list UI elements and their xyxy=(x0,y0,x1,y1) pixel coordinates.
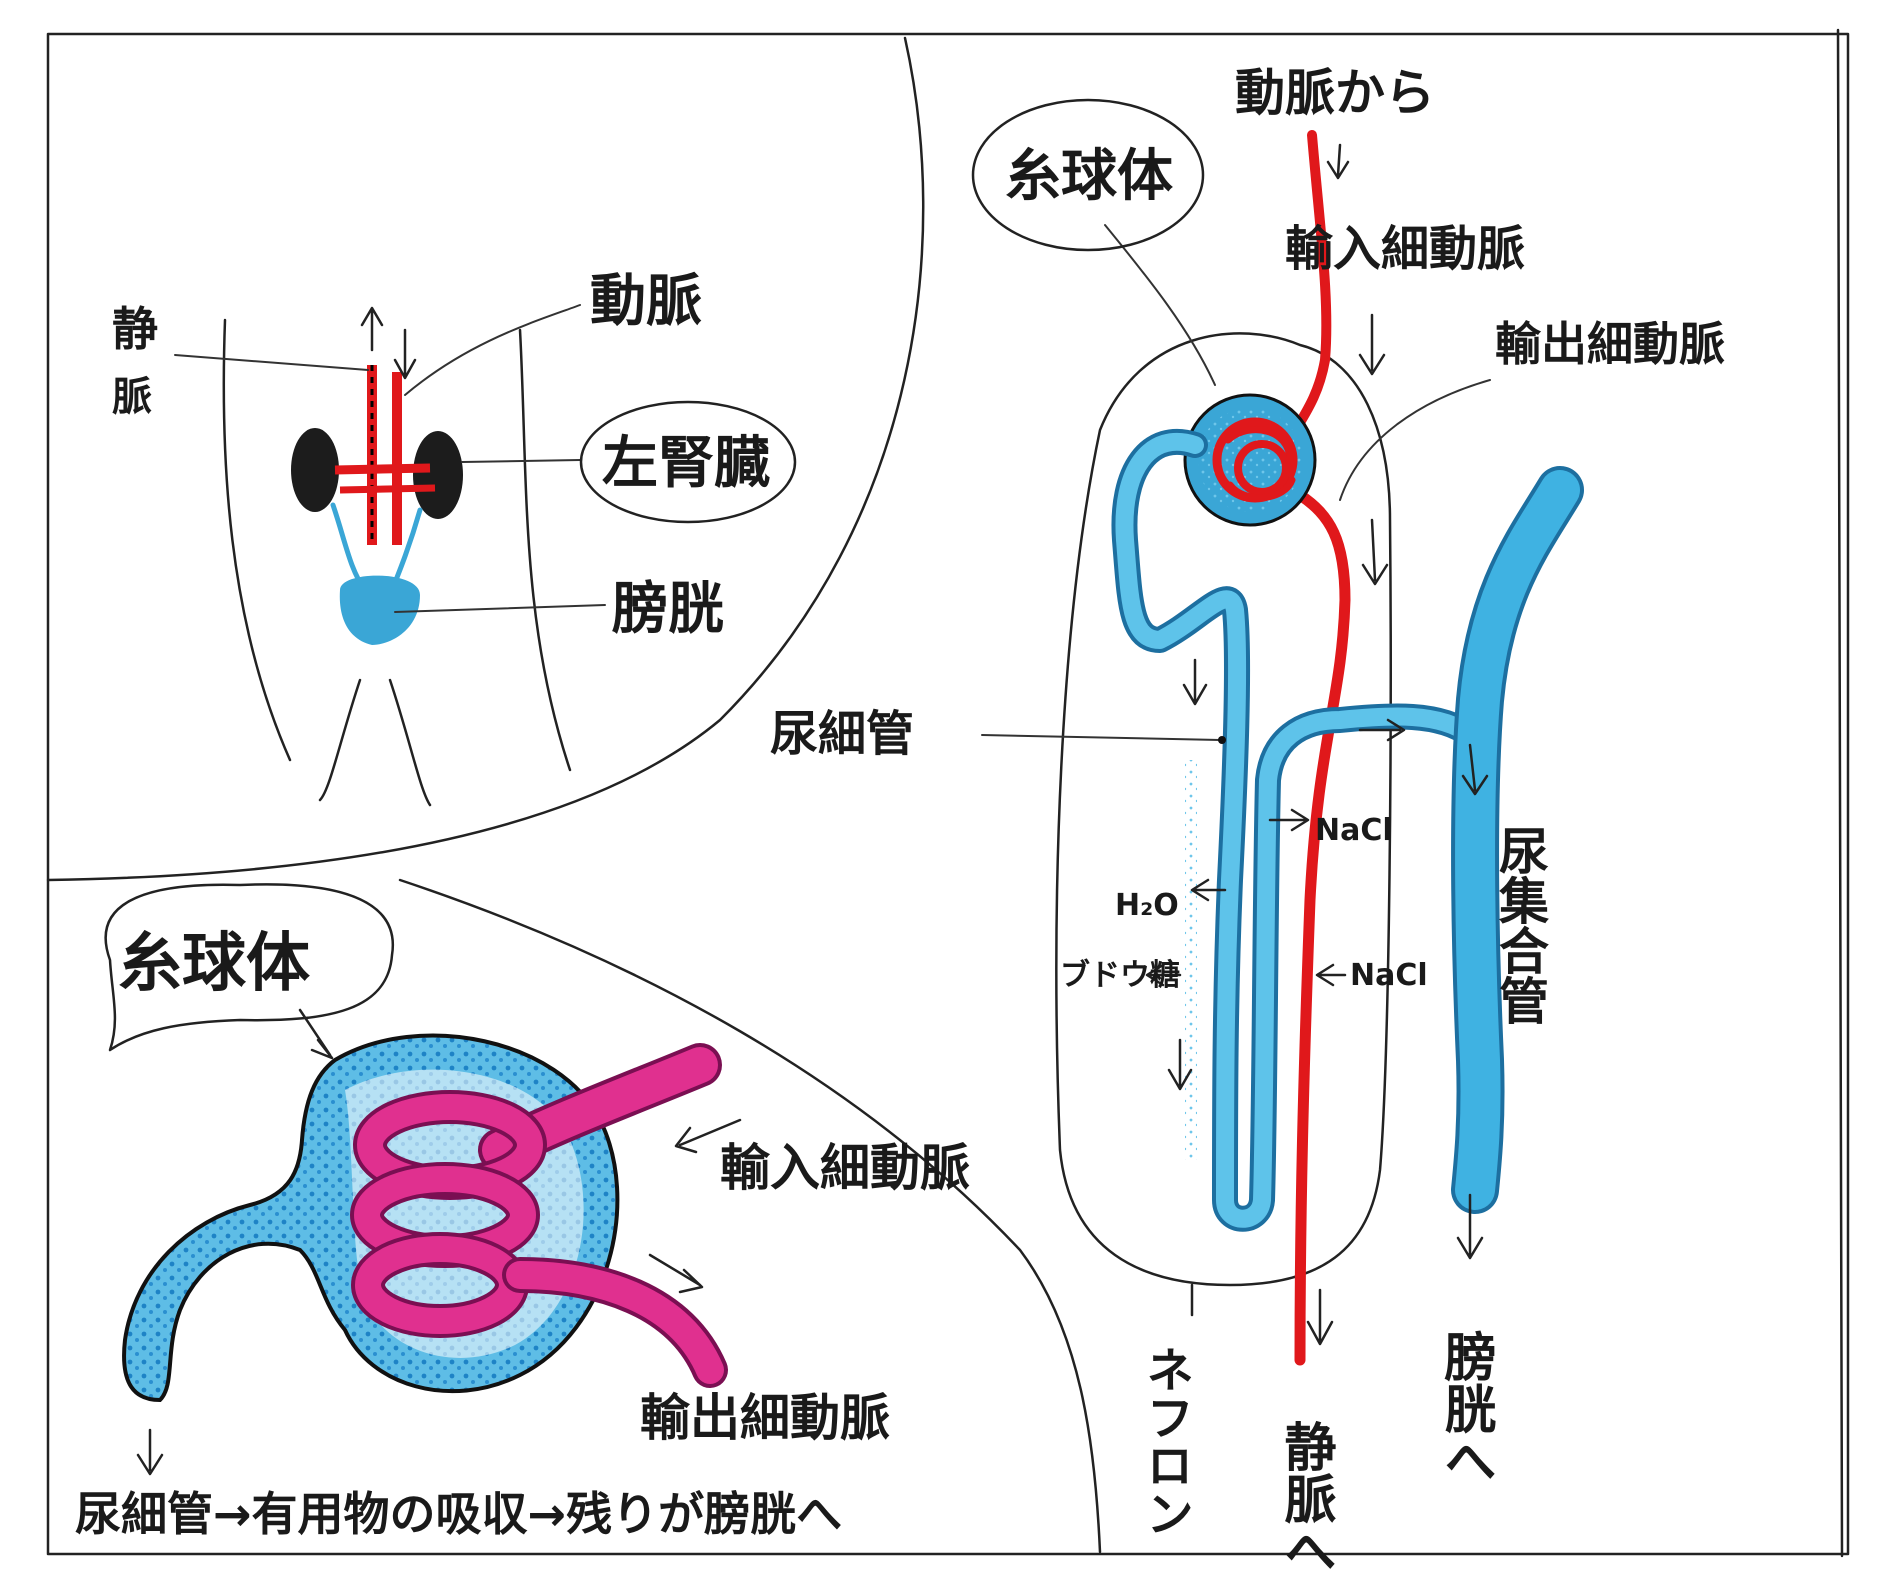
efferent-arteriole xyxy=(506,1261,724,1384)
glucose-label: ブドウ糖 xyxy=(1060,958,1180,993)
glomerulus-capillaries xyxy=(1212,417,1298,503)
artery-in-arrow xyxy=(1326,143,1350,180)
vein-label: 脈 xyxy=(112,374,152,420)
panel-dividers xyxy=(46,36,1102,1554)
collecting-duct xyxy=(1455,470,1580,1210)
nephron-glomerulus-callout xyxy=(971,98,1205,252)
duct-flow-arrow xyxy=(1461,743,1489,796)
vein-label-char1: 静 xyxy=(112,302,158,356)
panel-nephron: 動脈から 糸球体 輸入細動脈 輸出細動脈 尿細管 H₂O ブドウ糖 NaCl N… xyxy=(770,64,1725,1576)
flow-note: 尿細管→有用物の吸収→残りが膀胱へ xyxy=(75,1487,842,1541)
bladder-leader xyxy=(394,604,606,613)
afferent-flow-arrow xyxy=(1358,313,1386,376)
nephron-outline xyxy=(1055,332,1392,1287)
torso-left-line xyxy=(222,318,292,762)
torso-right-line xyxy=(518,328,572,772)
efferent-flow-arrow xyxy=(1361,518,1389,586)
reabsorption-dots xyxy=(1185,760,1197,1160)
glomerulus-title: 糸球体 xyxy=(118,927,310,1001)
tubule-flow-arrow-1 xyxy=(1182,658,1208,706)
to-bladder-arrow xyxy=(1456,1193,1484,1260)
left-kidney-organ xyxy=(413,431,463,519)
glucose-arrow xyxy=(1145,963,1182,987)
vein-leader xyxy=(174,354,369,371)
tubule-down-arrow xyxy=(136,1428,164,1476)
left-kidney-label: 左腎臓 xyxy=(602,431,770,496)
renal-vessels-lower xyxy=(339,484,436,494)
callout-arrow xyxy=(298,1008,334,1060)
kidney-leader xyxy=(461,459,581,463)
glomerulus-leader xyxy=(1104,224,1216,386)
to-bladder-label: 膀胱へ xyxy=(1435,1330,1496,1486)
panel-glomerulus: 糸球体 輸入細動脈 輸出細動脈 尿細管→有用物の吸収→残りが膀胱へ xyxy=(75,883,970,1541)
collecting-duct-label: 尿集合管 xyxy=(1491,825,1550,1025)
nephron-label: ネフロン xyxy=(1137,1345,1193,1537)
vein-up-arrow xyxy=(360,306,384,352)
artery-label: 動脈 xyxy=(590,269,702,334)
tubule-outline xyxy=(1111,428,1483,1232)
tubule xyxy=(1115,432,1479,1228)
left-kidney-callout xyxy=(579,400,797,524)
artery-leader xyxy=(404,304,581,396)
from-artery-label: 動脈から xyxy=(1235,64,1435,122)
nephron-efferent-label: 輸出細動脈 xyxy=(1495,317,1725,371)
efferent-label: 輸出細動脈 xyxy=(640,1389,890,1447)
nacl-label-1: NaCl xyxy=(1315,813,1393,848)
leg-right-line xyxy=(388,678,432,807)
artery-down-arrow xyxy=(393,328,417,380)
water-label: H₂O xyxy=(1115,888,1179,923)
nacl-arrow-2 xyxy=(1315,963,1347,987)
bladder-label: 膀胱 xyxy=(612,577,724,642)
loop-flow-arrow xyxy=(1358,718,1406,742)
afferent-arrow xyxy=(674,1118,742,1154)
efferent-leader xyxy=(1339,379,1491,501)
kidney-right-organ xyxy=(291,428,339,512)
vein-out-label: 静脈へ xyxy=(1275,1420,1336,1576)
bladder-organ xyxy=(339,575,420,645)
afferent-label: 輸入細動脈 xyxy=(720,1139,970,1197)
water-arrow xyxy=(1190,878,1227,902)
tubule-label: 尿細管 xyxy=(770,706,914,762)
nacl-arrow-1 xyxy=(1268,808,1310,832)
tubule-point xyxy=(1218,736,1226,744)
nacl-label-2: NaCl xyxy=(1350,958,1428,993)
to-vein-arrow xyxy=(1306,1288,1334,1346)
tubule-leader xyxy=(981,734,1221,741)
leg-left-line xyxy=(318,678,362,802)
efferent-arrow xyxy=(648,1253,704,1294)
panel-body: 静 脈 動脈 左腎臓 膀胱 xyxy=(112,269,797,807)
nephron-afferent-label: 輸入細動脈 xyxy=(1285,221,1525,277)
efferent-to-vein-vessel xyxy=(1294,489,1351,1366)
frame xyxy=(46,28,1850,1558)
glomerulus-callout xyxy=(104,883,395,1052)
nephron-glomerulus-label: 糸球体 xyxy=(1005,144,1173,209)
renal-vessels-upper xyxy=(334,463,431,475)
collecting-duct-label-vertical: 尿集合管 xyxy=(1491,825,1550,1025)
afferent-arteriole-vessel xyxy=(1285,130,1332,445)
tubule-flow-arrow-2 xyxy=(1167,1038,1193,1091)
